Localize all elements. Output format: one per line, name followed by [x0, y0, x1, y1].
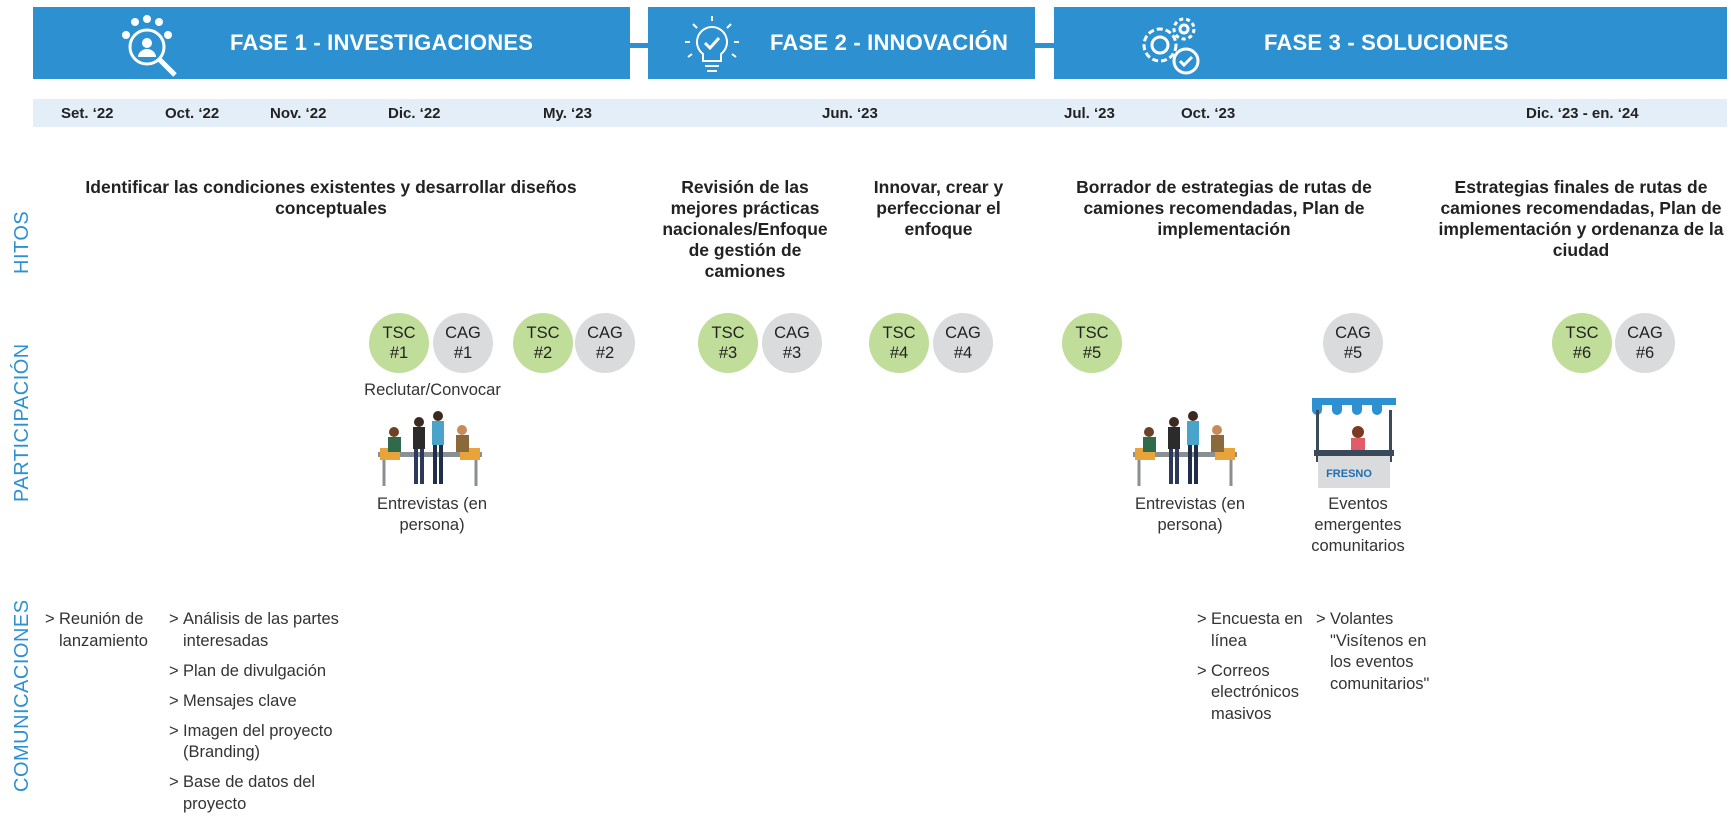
date-dic-22: Dic. ‘22: [388, 105, 441, 122]
cag-meeting-1: CAG#1: [433, 313, 493, 373]
recruit-label: Reclutar/Convocar: [364, 381, 501, 399]
row-label-comunicaciones: COMUNICACIONES: [11, 599, 33, 792]
comms-column-4: >Volantes "Visítenos en los eventos comu…: [1316, 609, 1446, 704]
lightbulb-check-icon: [676, 13, 748, 79]
timeline-date-bar: [33, 99, 1727, 127]
phase-connector: [1034, 43, 1054, 48]
row-label-participacion: PARTICIPACIÓN: [11, 343, 33, 502]
date-jun-23: Jun. ‘23: [822, 105, 878, 122]
cag-meeting-5: CAG#5: [1323, 313, 1383, 373]
phase-1-title: FASE 1 - INVESTIGACIONES: [230, 30, 534, 55]
comms-item: >Reunión de lanzamiento: [45, 610, 148, 650]
tsc-meeting-3: TSC#3: [698, 313, 758, 373]
popup-events-label: Eventos emergentes comunitarios: [1311, 495, 1405, 555]
tsc-meeting-5: TSC#5: [1062, 313, 1122, 373]
date-oct-22: Oct. ‘22: [165, 105, 220, 122]
comms-item: >Base de datos del proyecto: [169, 773, 316, 813]
comms-column-2: >Análisis de las partes interesadas >Pla…: [169, 609, 379, 824]
phase-connector: [628, 43, 650, 48]
comms-item: >Plan de divulgación: [169, 661, 327, 680]
date-dic-23-en-24: Dic. ‘23 - en. ‘24: [1526, 105, 1639, 122]
comms-column-1: >Reunión de lanzamiento: [45, 609, 163, 661]
team-search-icon: [111, 13, 183, 79]
phase-2-title: FASE 2 - INNOVACIÓN: [770, 30, 1009, 55]
gears-check-icon: [1134, 13, 1206, 79]
phase-1-banner: FASE 1 - INVESTIGACIONES: [33, 7, 630, 79]
tsc-meeting-2: TSC#2: [513, 313, 573, 373]
date-may-23: My. ‘23: [543, 105, 592, 122]
date-sep-22: Set. ‘22: [61, 105, 114, 122]
booth-sign-label: FRESNO: [1326, 468, 1372, 480]
tsc-meeting-6: TSC#6: [1552, 313, 1612, 373]
milestone-2: Revisión de las mejores prácticas nacion…: [662, 177, 828, 281]
interviews-label-1: Entrevistas (en persona): [376, 495, 488, 534]
interview-meeting-illustration-2: [1129, 408, 1241, 493]
milestone-1: Identificar las condiciones existentes y…: [85, 177, 577, 218]
date-jul-23: Jul. ‘23: [1064, 105, 1115, 122]
cag-meeting-4: CAG#4: [933, 313, 993, 373]
interview-meeting-illustration: [374, 408, 486, 493]
date-nov-22: Nov. ‘22: [270, 105, 327, 122]
comms-column-3: >Encuesta en línea >Correos electrónicos…: [1197, 609, 1317, 734]
phase-2-banner: FASE 2 - INNOVACIÓN: [648, 7, 1035, 79]
comms-item: >Encuesta en línea: [1197, 610, 1303, 650]
date-oct-23: Oct. ‘23: [1181, 105, 1236, 122]
milestone-4: Borrador de estrategias de rutas de cami…: [1076, 177, 1372, 239]
milestone-3: Innovar, crear y perfeccionar el enfoque: [873, 177, 1004, 239]
tsc-meeting-1: TSC#1: [369, 313, 429, 373]
cag-meeting-2: CAG#2: [575, 313, 635, 373]
interviews-label-2: Entrevistas (en persona): [1134, 495, 1246, 534]
comms-item: >Mensajes clave: [169, 691, 297, 710]
comms-item: >Volantes "Visítenos en los eventos comu…: [1316, 610, 1430, 693]
popup-booth-illustration: [1308, 396, 1400, 495]
phase-3-banner: FASE 3 - SOLUCIONES: [1054, 7, 1727, 79]
tsc-meeting-4: TSC#4: [869, 313, 929, 373]
milestone-5: Estrategias finales de rutas de camiones…: [1438, 177, 1724, 260]
cag-meeting-3: CAG#3: [762, 313, 822, 373]
comms-item: >Análisis de las partes interesadas: [169, 610, 339, 650]
comms-item: >Correos electrónicos masivos: [1197, 661, 1300, 723]
comms-item: >Imagen del proyecto (Branding): [169, 721, 333, 762]
cag-meeting-6: CAG#6: [1615, 313, 1675, 373]
row-label-hitos: HITOS: [11, 210, 33, 274]
phase-3-title: FASE 3 - SOLUCIONES: [1264, 30, 1509, 55]
